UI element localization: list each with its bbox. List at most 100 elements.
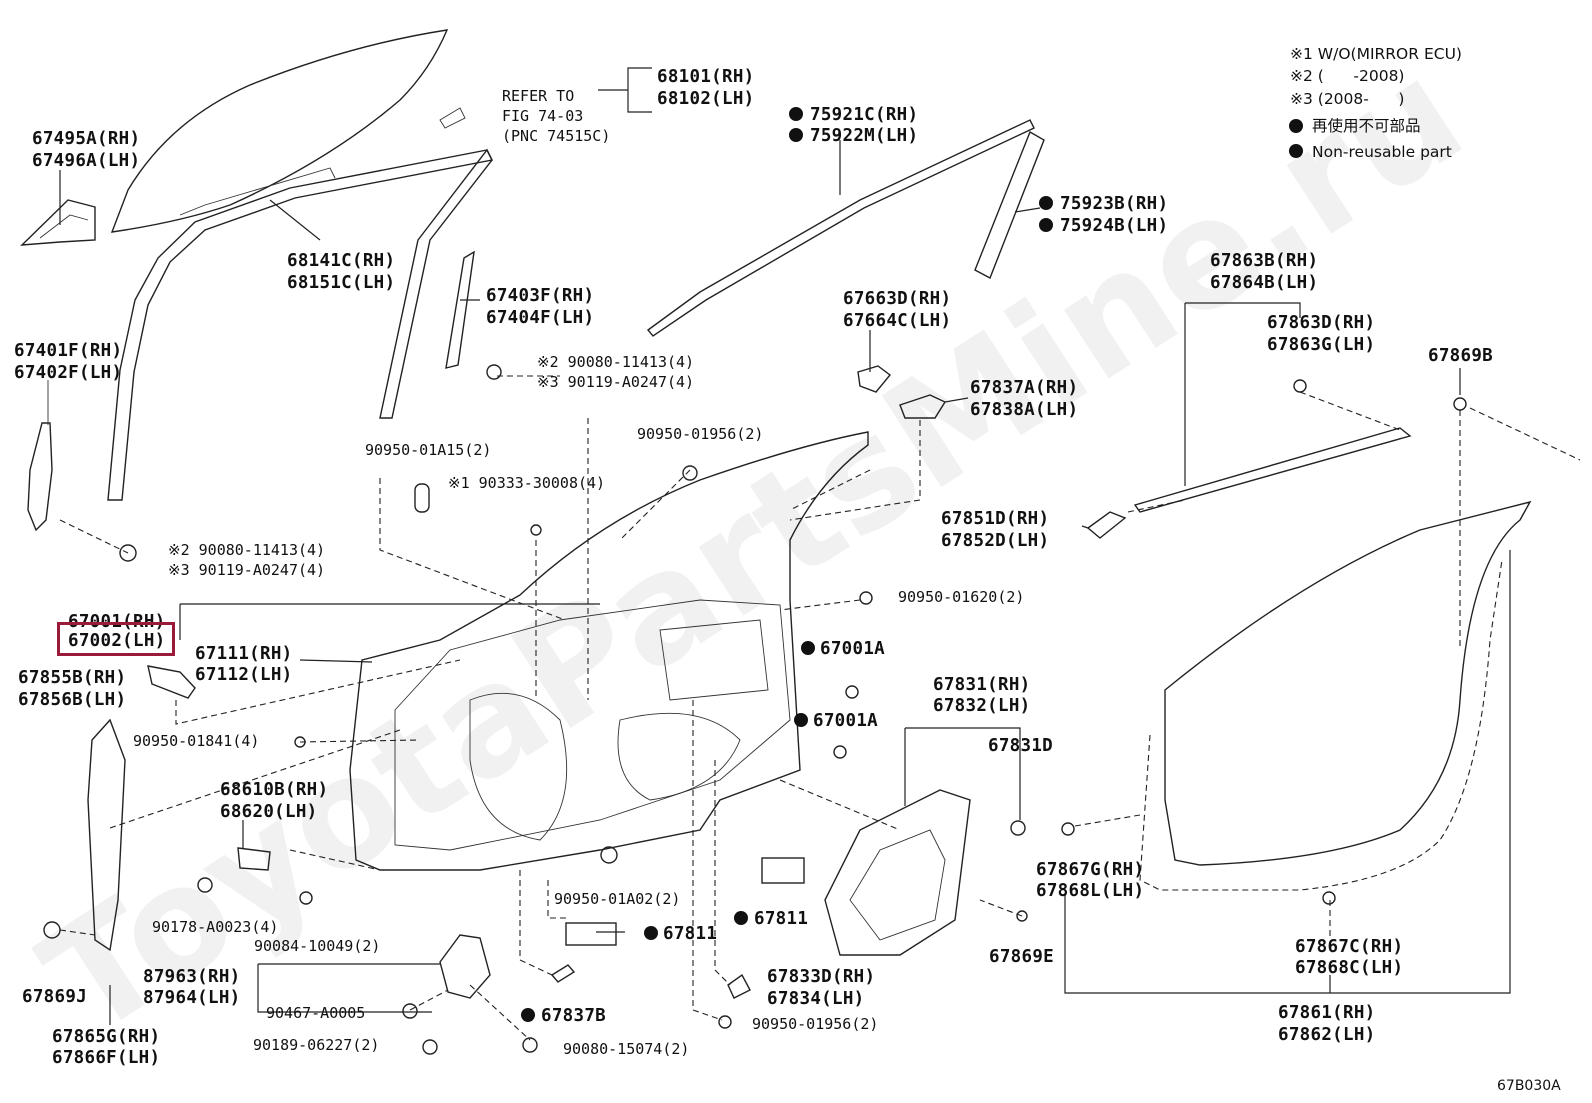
part-label-67833d[interactable]: 67833D(RH) bbox=[767, 967, 875, 987]
part-label-67837a[interactable]: 67837A(RH) bbox=[970, 378, 1078, 398]
part-label-90084-10049[interactable]: 90084-10049(2) bbox=[254, 937, 380, 955]
part-label-90189-06227[interactable]: 90189-06227(2) bbox=[253, 1036, 379, 1054]
part-label-67111[interactable]: 67111(RH) bbox=[195, 644, 293, 664]
cover-inner-line-drawing bbox=[849, 829, 946, 941]
plug-drawing bbox=[600, 846, 618, 864]
door-check-drawing bbox=[237, 847, 271, 871]
leader-67001 bbox=[179, 603, 600, 640]
part-label-67863d[interactable]: 67863D(RH) bbox=[1267, 313, 1375, 333]
part-label-90950-01620[interactable]: 90950-01620(2) bbox=[898, 588, 1024, 606]
part-label-67851d[interactable]: 67851D(RH) bbox=[941, 509, 1049, 529]
part-label-90080-15074[interactable]: 90080-15074(2) bbox=[563, 1040, 689, 1058]
part-label-68620[interactable]: 68620(LH) bbox=[220, 802, 318, 822]
part-label-67831d[interactable]: 67831D bbox=[988, 736, 1053, 756]
legend-note-2: ※2 ( -2008) bbox=[1290, 67, 1404, 85]
door-opening-weatherstrip-drawing bbox=[1164, 500, 1532, 866]
part-label-67867g[interactable]: 67867G(RH) bbox=[1036, 860, 1144, 880]
part-label-67811-right[interactable]: 67811 bbox=[754, 909, 808, 929]
part-label-67867c[interactable]: 67867C(RH) bbox=[1295, 937, 1403, 957]
part-label-67868c[interactable]: 67868C(LH) bbox=[1295, 958, 1403, 978]
part-label-67865g[interactable]: 67865G(RH) bbox=[52, 1027, 160, 1047]
part-label-67832[interactable]: 67832(LH) bbox=[933, 696, 1031, 716]
dashed-link bbox=[469, 984, 531, 1041]
nut-drawing bbox=[197, 877, 213, 893]
part-label-67863g[interactable]: 67863G(LH) bbox=[1267, 335, 1375, 355]
part-label-75923b[interactable]: 75923B(RH) bbox=[1060, 194, 1168, 214]
part-label-67838a[interactable]: 67838A(LH) bbox=[970, 400, 1078, 420]
part-label-67811-left[interactable]: 67811 bbox=[663, 924, 717, 944]
nut-drawing bbox=[845, 685, 859, 699]
part-label-67403f[interactable]: 67403F(RH) bbox=[486, 286, 594, 306]
leader-67831 bbox=[904, 727, 1021, 820]
bolt-drawing bbox=[402, 1003, 418, 1019]
leader-67863b bbox=[1184, 302, 1301, 486]
part-label-90950-01a15[interactable]: 90950-01A15(2) bbox=[365, 441, 491, 459]
part-label-67869j[interactable]: 67869J bbox=[22, 987, 87, 1007]
part-label-68102[interactable]: 68102(LH) bbox=[657, 89, 755, 109]
part-label-67831[interactable]: 67831(RH) bbox=[933, 675, 1031, 695]
non-reusable-bullet-icon bbox=[734, 911, 748, 925]
part-label-67868l[interactable]: 67868L(LH) bbox=[1036, 881, 1144, 901]
part-label-90467-a0005[interactable]: 90467-A0005 bbox=[266, 1004, 365, 1022]
part-label-90950-01956-upper[interactable]: 90950-01956(2) bbox=[637, 425, 763, 443]
part-label-s3-90119-upper[interactable]: ※3 90119-A0247(4) bbox=[537, 373, 694, 391]
dashed-link bbox=[299, 739, 421, 743]
part-label-67112[interactable]: 67112(LH) bbox=[195, 665, 293, 685]
part-label-67496a[interactable]: 67496A(LH) bbox=[32, 151, 140, 171]
clip-drawing bbox=[1322, 891, 1336, 905]
part-label-67861[interactable]: 67861(RH) bbox=[1278, 1003, 1376, 1023]
part-label-67862[interactable]: 67862(LH) bbox=[1278, 1025, 1376, 1045]
door-lock-drawing bbox=[439, 934, 491, 999]
part-label-67866f[interactable]: 67866F(LH) bbox=[52, 1048, 160, 1068]
part-label-68101[interactable]: 68101(RH) bbox=[657, 67, 755, 87]
part-label-67864b[interactable]: 67864B(LH) bbox=[1210, 273, 1318, 293]
part-label-67404f[interactable]: 67404F(LH) bbox=[486, 308, 594, 328]
front-lower-frame-drawing bbox=[27, 422, 53, 532]
selected-part-highlight bbox=[57, 622, 175, 656]
part-label-67869e[interactable]: 67869E bbox=[989, 947, 1054, 967]
belt-moulding-drawing bbox=[646, 119, 1035, 337]
part-label-67869b[interactable]: 67869B bbox=[1428, 346, 1493, 366]
legend: ※1 W/O(MIRROR ECU) ※2 ( -2008) ※3 (2008-… bbox=[1289, 45, 1462, 161]
part-label-s3-90119-lower[interactable]: ※3 90119-A0247(4) bbox=[168, 561, 325, 579]
part-label-67855b[interactable]: 67855B(RH) bbox=[18, 668, 126, 688]
part-label-67856b[interactable]: 67856B(LH) bbox=[18, 690, 126, 710]
part-label-68610b[interactable]: 68610B(RH) bbox=[220, 780, 328, 800]
bolt-drawing bbox=[1010, 820, 1026, 836]
part-label-67402f[interactable]: 67402F(LH) bbox=[14, 363, 122, 383]
part-label-s2-90080-lower[interactable]: ※2 90080-11413(4) bbox=[168, 541, 325, 559]
dashed-link bbox=[59, 929, 96, 936]
dashed-link bbox=[789, 469, 871, 511]
legend-nonreusable-jp: 再使用不可部品 bbox=[1312, 117, 1421, 135]
dashed-link bbox=[175, 659, 461, 725]
part-label-67495a[interactable]: 67495A(RH) bbox=[32, 129, 140, 149]
part-label-67001a-upper[interactable]: 67001A bbox=[820, 639, 885, 659]
part-label-87963[interactable]: 87963(RH) bbox=[143, 967, 241, 987]
part-label-s2-90080-upper[interactable]: ※2 90080-11413(4) bbox=[537, 353, 694, 371]
part-label-67863b[interactable]: 67863B(RH) bbox=[1210, 251, 1318, 271]
door-inner-panel-drawing bbox=[394, 599, 791, 851]
part-label-75924b[interactable]: 75924B(LH) bbox=[1060, 216, 1168, 236]
part-label-67002[interactable]: 67002(LH) bbox=[68, 631, 166, 651]
part-label-90950-01a02[interactable]: 90950-01A02(2) bbox=[554, 890, 680, 908]
part-label-67834[interactable]: 67834(LH) bbox=[767, 989, 865, 1009]
part-label-90950-01841[interactable]: 90950-01841(4) bbox=[133, 732, 259, 750]
bolt-drawing bbox=[522, 1037, 538, 1053]
dashed-link bbox=[789, 420, 921, 521]
part-label-67401f[interactable]: 67401F(RH) bbox=[14, 341, 122, 361]
part-label-67837b[interactable]: 67837B bbox=[541, 1006, 606, 1026]
refer-to-line-2: FIG 74-03 bbox=[502, 107, 583, 125]
part-label-67663d[interactable]: 67663D(RH) bbox=[843, 289, 951, 309]
part-label-68141c[interactable]: 68141C(RH) bbox=[287, 251, 395, 271]
part-label-67001a-lower[interactable]: 67001A bbox=[813, 711, 878, 731]
part-label-67664c[interactable]: 67664C(LH) bbox=[843, 311, 951, 331]
part-label-75921c[interactable]: 75921C(RH) bbox=[810, 105, 918, 125]
part-label-87964[interactable]: 87964(LH) bbox=[143, 988, 241, 1008]
part-label-90950-01956-lower[interactable]: 90950-01956(2) bbox=[752, 1015, 878, 1033]
part-label-75922m[interactable]: 75922M(LH) bbox=[810, 126, 918, 146]
part-label-67852d[interactable]: 67852D(LH) bbox=[941, 531, 1049, 551]
part-label-s1-90333[interactable]: ※1 90333-30008(4) bbox=[448, 474, 605, 492]
part-label-68151c[interactable]: 68151C(LH) bbox=[287, 273, 395, 293]
outside-handle-frame-drawing bbox=[1086, 511, 1127, 539]
part-label-90178-a0023[interactable]: 90178-A0023(4) bbox=[152, 918, 278, 936]
